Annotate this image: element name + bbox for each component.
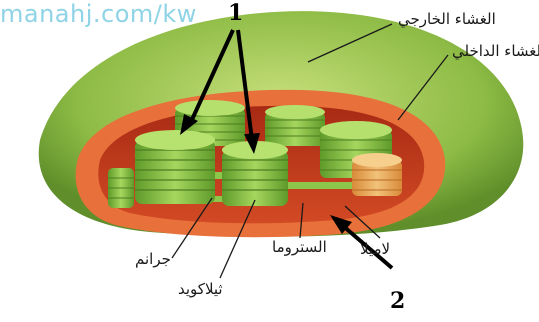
label-outer-membrane: الغشاء الخارجي bbox=[398, 10, 496, 28]
granum-small-left bbox=[108, 168, 134, 208]
marker-1: 1 bbox=[228, 0, 244, 26]
membrane-leaders bbox=[307, 23, 449, 121]
label-thylakoid: ثيلاكويد bbox=[178, 280, 223, 298]
label-stroma: الستروما bbox=[272, 238, 327, 256]
watermark-text: manahj.com/kw bbox=[0, 0, 197, 28]
arrow-marker-2 bbox=[330, 215, 394, 270]
granum-back-mid bbox=[265, 105, 325, 146]
arrows-marker-1 bbox=[180, 29, 260, 154]
granum-front-middle bbox=[222, 141, 288, 206]
marker-2: 2 bbox=[390, 288, 406, 314]
label-granum: جرانم bbox=[135, 250, 171, 268]
label-lamella: لاميلا bbox=[360, 240, 391, 258]
granum-front-left bbox=[135, 130, 215, 204]
label-inner-membrane: الغشاء الداخلي bbox=[452, 42, 539, 60]
leader-lines bbox=[171, 197, 381, 279]
granum-orange-right bbox=[352, 153, 402, 196]
